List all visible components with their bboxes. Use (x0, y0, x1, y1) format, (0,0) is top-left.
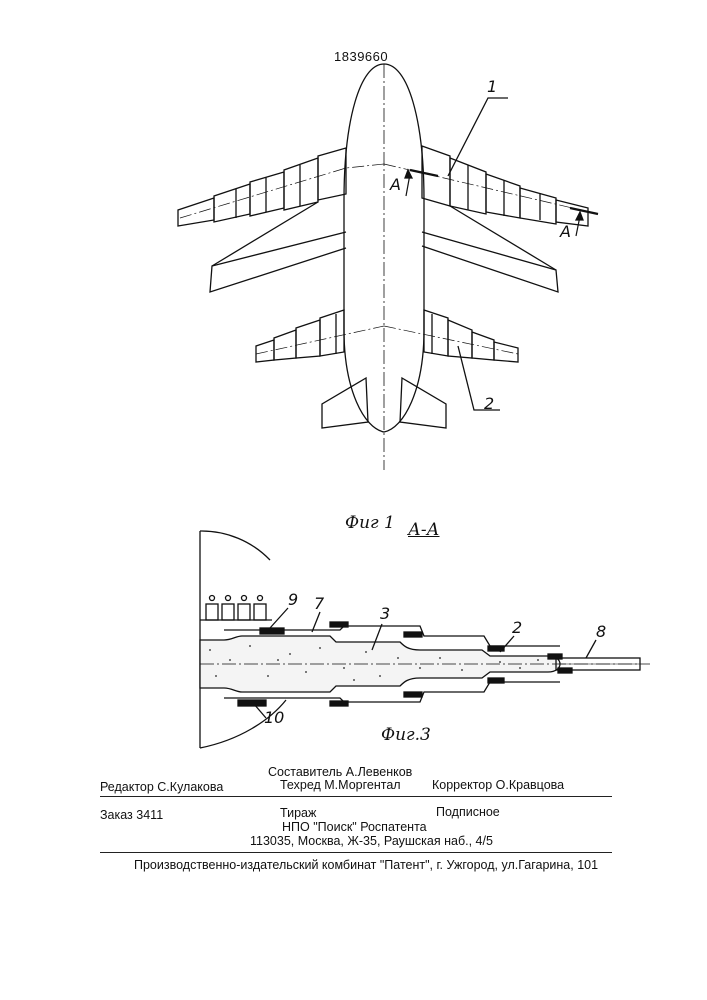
figure-3-caption: Фиг.3 (381, 725, 431, 745)
section-mark-a-right: А (560, 222, 571, 241)
callout-7: 7 (314, 594, 324, 613)
section-title: А-А (408, 520, 440, 540)
section-mark-a-left: А (390, 175, 401, 194)
figure-1-caption: Фиг 1 (345, 513, 395, 533)
imprint-corrector: Корректор О.Кравцова (432, 778, 564, 792)
callout-3: 3 (380, 604, 390, 623)
callout-9: 9 (288, 590, 298, 609)
right-main-wing (384, 146, 598, 292)
imprint-printer: Производственно-издательский комбинат "П… (134, 858, 598, 872)
right-tail-stabilizer (400, 378, 446, 428)
callout-1-leader (448, 98, 508, 176)
callout-2-section: 2 (512, 618, 522, 637)
callout-10: 10 (264, 708, 284, 727)
callout-8: 8 (596, 622, 606, 641)
right-rear-wing (384, 310, 518, 362)
imprint-address: 113035, Москва, Ж-35, Раушская наб., 4/5 (250, 834, 493, 848)
imprint-rule-bottom (100, 852, 612, 853)
imprint-compiler: Составитель А.Левенков (268, 765, 412, 779)
left-tail-stabilizer (322, 378, 368, 428)
imprint-techred: Техред М.Моргентал (280, 778, 401, 792)
imprint-rule-top (100, 796, 612, 797)
imprint-order: Заказ 3411 (100, 808, 163, 822)
imprint-subscription: Подписное (436, 805, 500, 819)
left-main-wing (178, 148, 384, 292)
imprint-editor: Редактор С.Кулакова (100, 780, 223, 794)
imprint-org: НПО "Поиск" Роспатента (282, 820, 427, 834)
callout-1: 1 (487, 77, 497, 96)
imprint-circulation: Тираж (280, 806, 316, 820)
callout-2: 2 (484, 394, 494, 413)
left-rear-wing (256, 310, 384, 362)
